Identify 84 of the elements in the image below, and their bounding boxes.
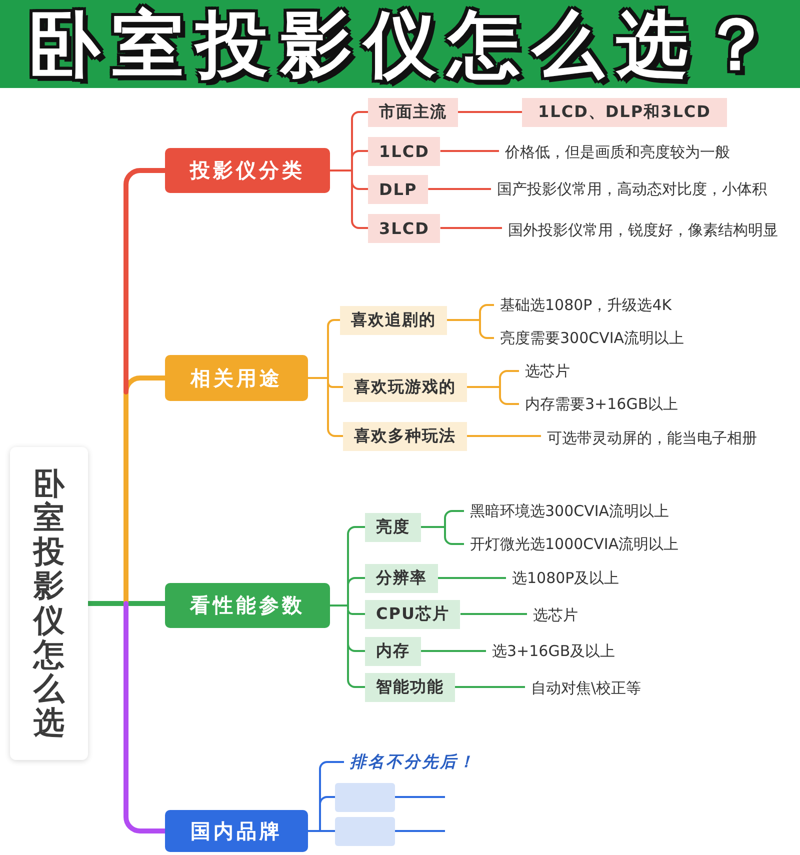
subtopic-box: 喜欢多种玩法 <box>343 422 467 450</box>
branch-line <box>351 182 368 229</box>
detail-text: 亮度需要300CVIA流明以上 <box>500 328 684 348</box>
branch-line <box>421 526 445 528</box>
subtopic-box: CPU芯片 <box>365 600 460 628</box>
detail-text: 黑暗环境选300CVIA流明以上 <box>470 501 670 521</box>
subtopic-box: 喜欢追剧的 <box>340 306 447 334</box>
branch-line <box>330 604 348 606</box>
branch-line <box>428 188 491 190</box>
branch-line <box>330 170 352 172</box>
branch-line <box>499 370 519 387</box>
subtopic-box: 喜欢玩游戏的 <box>343 372 467 402</box>
detail-text: 内存需要3+16GB以上 <box>525 394 678 414</box>
branch-line <box>347 606 349 610</box>
branch-line <box>319 761 344 804</box>
main-topic-box: 国内品牌 <box>165 810 308 852</box>
main-topic-box: 相关用途 <box>165 355 308 401</box>
branch-line <box>351 182 368 190</box>
branch-line <box>467 386 500 388</box>
subtopic-box: 内存 <box>365 636 421 666</box>
branch-line <box>421 650 486 652</box>
branch-line <box>467 435 541 437</box>
detail-text: 国外投影仪常用，锐度好，像素结构明显 <box>508 220 778 240</box>
subtopic-box: 1LCD <box>368 136 440 166</box>
detail-text: 开灯微光选1000CVIA流明以上 <box>470 534 679 554</box>
branch-line <box>347 610 365 615</box>
branch-line <box>458 111 522 113</box>
detail-text: 自动对焦\校正等 <box>531 678 642 698</box>
branch-line <box>327 382 343 388</box>
subtopic-box: 亮度 <box>365 512 421 542</box>
title-banner: 卧室投影仪怎么选？ <box>0 0 800 88</box>
branch-line <box>395 830 445 832</box>
subtopic-box: 市面主流 <box>368 98 458 126</box>
branch-line <box>347 610 349 644</box>
branch-line <box>455 686 525 688</box>
branch-line <box>499 387 519 405</box>
branch-line <box>438 577 506 579</box>
branch-line <box>444 510 464 527</box>
detail-text: 选芯片 <box>525 361 570 381</box>
subtopic-box: 分辨率 <box>365 564 438 592</box>
branch-line <box>444 527 464 545</box>
branch-line <box>440 227 502 229</box>
branch-line <box>460 613 527 615</box>
detail-text: 基础选1080P，升级选4K <box>500 295 672 315</box>
branch-line <box>347 644 365 652</box>
branch-line <box>327 382 343 437</box>
detail-text: 国产投影仪常用，高动态对比度，小体积 <box>497 179 767 199</box>
subtopic-box: DLP <box>368 174 428 204</box>
branch-line <box>347 585 349 606</box>
subtopic-box <box>335 816 395 846</box>
branch-line <box>347 526 365 585</box>
branch-line <box>327 378 329 382</box>
branch-line <box>319 804 321 831</box>
detail-box: 1LCD、DLP和3LCD <box>522 98 727 126</box>
detail-text: 选3+16GB及以上 <box>492 641 616 661</box>
main-topic-box: 投影仪分类 <box>165 148 330 193</box>
branch-line <box>347 644 365 688</box>
subtopic-box <box>335 782 395 812</box>
branch-line <box>351 158 353 170</box>
detail-text: 选芯片 <box>533 605 578 625</box>
subtopic-box: 智能功能 <box>365 672 455 702</box>
branch-line <box>320 830 335 832</box>
branch-line <box>319 796 335 804</box>
branch-line <box>479 320 494 339</box>
branch-line <box>124 601 168 834</box>
branch-line <box>308 377 328 379</box>
branch-line <box>327 319 340 378</box>
branch-line <box>440 150 499 152</box>
branch-line <box>395 796 445 798</box>
branch-line <box>351 150 368 158</box>
branch-line <box>124 168 168 394</box>
branch-line <box>479 304 494 320</box>
branch-line <box>351 170 353 182</box>
branch-line <box>351 111 368 158</box>
detail-text: 价格低，但是画质和亮度较为一般 <box>505 142 730 162</box>
branch-line <box>447 319 480 321</box>
detail-text: 选1080P及以上 <box>512 568 620 588</box>
detail-text: 可选带灵动屏的，能当电子相册 <box>547 428 757 448</box>
branch-line <box>347 577 365 586</box>
central-topic-card: 卧室投影仪怎么选 <box>10 447 88 760</box>
subtopic-box: 3LCD <box>368 214 440 242</box>
note-text: 排名不分先后！ <box>350 751 476 773</box>
main-topic-box: 看性能参数 <box>165 583 330 628</box>
branch-line <box>308 830 320 832</box>
